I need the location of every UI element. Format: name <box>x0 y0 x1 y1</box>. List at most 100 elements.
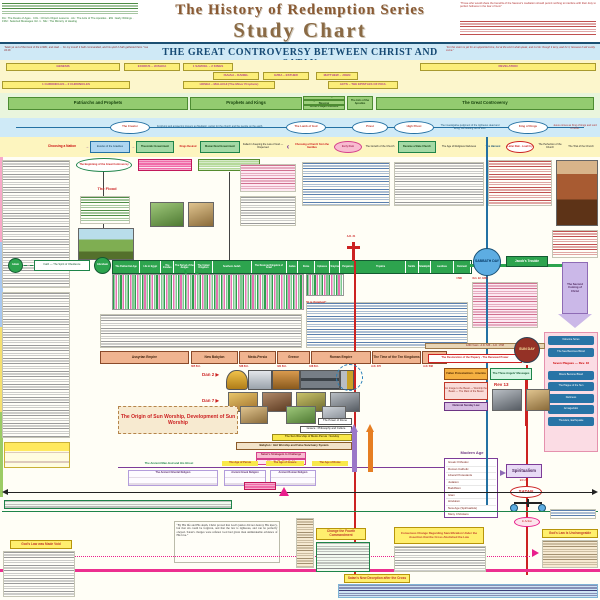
statue-belly-of-brass <box>272 370 300 390</box>
king-of-kings: King of Kings <box>508 120 548 134</box>
notes-block-3 <box>302 162 390 206</box>
satan-s-new-deception-after-the-cross: Satan's New Deception after the Cross <box>344 574 410 583</box>
eze-ch-28-rev-ch-12: Eze. ch. 28 · Rev. ch. 12 <box>256 459 306 465</box>
note-box-right <box>550 509 596 519</box>
statue-breast-of-silver <box>248 370 272 390</box>
era-remnant: Remnant <box>453 261 472 273</box>
greece: Greece <box>277 351 310 364</box>
noahs-ark-image <box>78 228 134 260</box>
the-lamb-of-god: The Lamb of God <box>286 120 326 134</box>
modern-age: Modern Age <box>460 450 484 455</box>
header-left-notes-block <box>2 3 138 15</box>
scales-post <box>527 499 529 507</box>
development-box <box>4 442 70 468</box>
choosing-a-nation: Choosing a Nation <box>47 144 77 149</box>
quote-column-mid <box>296 518 314 568</box>
exodus-joshua: EXODUS – JOSHUA <box>124 63 180 71</box>
the-flood: The Flood <box>97 186 117 191</box>
the-age-of-rome: The Age of Rome <box>312 461 348 466</box>
became-a-state-church: Became a State Church <box>398 141 436 153</box>
the-desire-of-ages: The Desire of Ages <box>303 95 345 101</box>
era-judea: Judea <box>287 261 299 273</box>
religion-hinduism: Hinduism <box>446 499 496 506</box>
era-the-period-of-the-judges: The Period of the Judges <box>174 261 196 273</box>
matthew-john: MATTHEW – JOHN <box>316 72 358 80</box>
ram-image <box>240 406 268 424</box>
consensus-change-regarding-sanctification-under-: Consensus Change Regarding Sanctificatio… <box>394 527 484 544</box>
the-sun-worship-of-medo-persia-sunday: The Sun Worship of Medo-Persia : Sunday <box>272 434 352 441</box>
a-d-476: A.D. 476 <box>371 365 381 369</box>
header-band: DA : The Desire of Ages · COL : Christ's… <box>0 0 600 42</box>
christ-s-object-lessons: Christ's Object Lessons <box>303 105 345 110</box>
605-b-c: 605 B.C. <box>191 365 201 369</box>
item: ‹ <box>286 141 290 151</box>
orange-up-arrow-head <box>366 424 374 432</box>
to-spiritualism-arrow <box>500 470 506 476</box>
era-thyatira: Thyatira <box>356 261 406 273</box>
1-samuel-2-kings: 1 SAMUEL – 2 KINGS <box>183 63 233 71</box>
bear-image <box>262 392 292 412</box>
item: → <box>131 143 135 149</box>
the-creator: The Creator <box>110 120 150 134</box>
hosea-malachi-the-minor-prophets: HOSEA – MALACHI (The Minor Prophets) <box>183 81 275 89</box>
era-philadelphia: Philadelphia <box>418 261 431 273</box>
satan-section-header <box>138 159 192 171</box>
plague-noisome-sores: Noisome Sores <box>548 336 594 345</box>
notes-block-4 <box>394 162 484 206</box>
quote-column-right <box>542 540 598 568</box>
jacob-s-trouble: Jacob's Trouble <box>506 256 548 267</box>
scales-left-pan <box>510 504 518 512</box>
era-life-in-egypt: Life in Egypt <box>140 261 162 273</box>
timeline-extension <box>470 264 562 267</box>
quote-column-left <box>3 551 75 597</box>
ancient-roman-religion: Ancient Roman Religion <box>270 470 316 486</box>
168-b-c: 168 B.C. <box>309 365 319 369</box>
beast-from-the-sea-image <box>492 389 522 411</box>
era-smyrna: Smyrna <box>330 261 341 273</box>
isaiah-daniel: ISAIAH – DANIEL <box>213 72 259 80</box>
1798: 1798 <box>456 277 462 280</box>
cross-vertical-line <box>354 261 356 583</box>
1-chronicles-2-chronicles: 1 CHRONICLES – 2 CHRONICLES <box>2 81 130 89</box>
era-rome: Rome <box>298 261 316 273</box>
god-s-law-was-made-void: God's Law was Made Void <box>10 540 72 549</box>
vertical-line-2 <box>229 172 230 260</box>
notes-block-6 <box>552 230 598 258</box>
the-trial-of-the-church: The Trial of the Church <box>568 144 594 148</box>
dreadful-beast-with-ten-horns-image <box>330 392 360 412</box>
538-b-c: 538 B.C. <box>239 365 249 369</box>
item: → <box>85 143 89 149</box>
faith-the-spirit-of-obedience: Faith — The Spirit of Obedience <box>34 260 90 271</box>
plague-thunders-earthquake: Thunders, Earthquake <box>548 416 594 426</box>
historical-image-1 <box>150 202 184 227</box>
scales-right-pan <box>538 504 546 512</box>
the-origin-of-sun-worship-development-of-sun-wor: The Origin of Sun Worship, Development o… <box>118 406 238 434</box>
greece-philosophy-and-culture: Greece : Philosophy and Culture <box>300 426 352 433</box>
the-age-of-persia: The Age of Persia <box>222 461 258 466</box>
pink-arrow <box>532 549 539 557</box>
the-age-of-religious-darkness: The Age of Religious Darkness <box>441 144 477 148</box>
era-southern-judah: Southern Judah <box>212 261 252 273</box>
the-restoration-of-the-papacy-the-renewed-power: The Restoration of the Papacy · The Rene… <box>428 354 522 363</box>
a-d-31: A.D. 31 <box>346 235 356 239</box>
sun-day: SUN DAY <box>514 337 540 363</box>
acts-the-epistles-of-paul: ACTS – THE EPISTLES OF PAUL <box>328 81 398 89</box>
ezra-esther: EZRA – ESTHER <box>263 72 309 80</box>
plague-the-plague-of-the-sun: The Plague of the Sun <box>548 382 594 391</box>
cross-of-christ-bar <box>347 246 360 249</box>
babylon-idol-worship-and-false-sanctuary-system: Babylon : Idol Worship and False Sanctua… <box>236 442 352 450</box>
ages-line <box>118 467 444 468</box>
left-scripture-verse: “Seek ye out of the book of the LORD, an… <box>4 46 148 53</box>
adam: Adam <box>8 258 23 273</box>
consensus-quote-block <box>394 546 486 572</box>
desire-of-ages-quote: “By His life and His death, Christ prove… <box>174 521 280 563</box>
dan-8: Dan 8 ▶ <box>202 408 219 414</box>
religion-islam: Islam <box>446 493 496 500</box>
failed-in-keeping-the-law-of-god-dispersed: Failed in Keeping the Law of God — Dispe… <box>242 143 284 149</box>
abbreviation-legend: DA : The Desire of Ages · COL : Christ's… <box>2 17 134 24</box>
